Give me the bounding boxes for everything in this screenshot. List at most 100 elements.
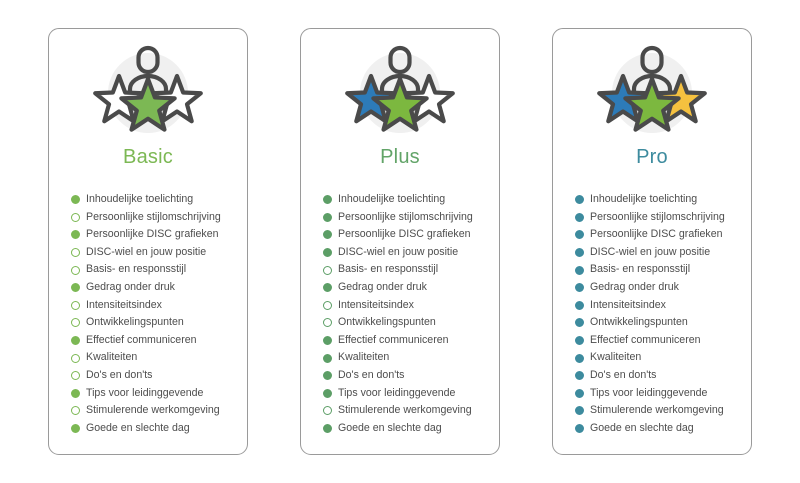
feature-excluded-bullet-icon [71,406,80,416]
feature-list-basic: Inhoudelijke toelichting Persoonlijke st… [49,191,247,437]
feature-label: Effectief communiceren [590,333,701,346]
feature-item: Effectief communiceren [323,332,499,350]
feature-excluded-bullet-icon [71,318,80,328]
feature-included-bullet-icon [575,230,584,240]
feature-included-bullet-icon [575,424,584,434]
feature-label: Tips voor leidinggevende [590,386,708,399]
feature-label: Gedrag onder druk [86,280,175,293]
feature-included-bullet-icon [71,388,80,398]
feature-excluded-bullet-icon [71,300,80,310]
feature-item: Effectief communiceren [575,332,751,350]
feature-included-bullet-icon [575,212,584,222]
feature-included-bullet-icon [71,424,80,434]
feature-item: DISC-wiel en jouw positie [575,244,751,262]
feature-excluded-bullet-icon [323,265,332,275]
feature-included-bullet-icon [575,388,584,398]
feature-included-bullet-icon [323,371,332,381]
feature-excluded-bullet-icon [71,353,80,363]
feature-label: Persoonlijke stijlomschrijving [86,210,221,223]
feature-label: Persoonlijke DISC grafieken [86,228,219,241]
feature-item: Persoonlijke stijlomschrijving [71,209,247,227]
feature-item: Stimulerende werkomgeving [575,402,751,420]
person-icon [127,45,169,110]
feature-list-plus: Inhoudelijke toelichting Persoonlijke st… [301,191,499,437]
feature-item: Gedrag onder druk [575,279,751,297]
feature-item: DISC-wiel en jouw positie [323,244,499,262]
feature-label: Intensiteitsindex [86,298,162,311]
tier-icon-plus [340,35,460,143]
feature-label: Stimulerende werkomgeving [86,404,220,417]
feature-label: Tips voor leidinggevende [86,386,204,399]
tier-icon-pro [592,35,712,143]
feature-item: Intensiteitsindex [323,297,499,315]
star-right-icon [403,73,455,124]
feature-included-bullet-icon [575,248,584,258]
feature-included-bullet-icon [71,195,80,205]
star-center-icon [119,76,177,132]
feature-included-bullet-icon [575,265,584,275]
feature-label: Inhoudelijke toelichting [86,193,194,205]
feature-item: Effectief communiceren [71,332,247,350]
feature-item: Persoonlijke DISC grafieken [323,226,499,244]
star-center-icon [371,76,429,132]
feature-included-bullet-icon [575,371,584,381]
card-title-basic: Basic [123,146,173,168]
feature-item: Tips voor leidinggevende [323,385,499,403]
feature-item: Kwaliteiten [71,349,247,367]
feature-label: Persoonlijke DISC grafieken [590,228,723,241]
feature-included-bullet-icon [323,388,332,398]
feature-item: Tips voor leidinggevende [575,385,751,403]
feature-included-bullet-icon [323,248,332,258]
feature-item: Persoonlijke stijlomschrijving [575,209,751,227]
stars-group [597,73,707,132]
feature-item: Do's en don'ts [323,367,499,385]
feature-excluded-bullet-icon [323,406,332,416]
feature-included-bullet-icon [71,283,80,293]
feature-label: Basis- en responsstijl [338,263,439,276]
feature-included-bullet-icon [323,336,332,346]
feature-label: Basis- en responsstijl [86,263,187,276]
feature-label: Ontwikkelingspunten [338,316,436,329]
feature-label: Do's en don'ts [590,368,657,381]
feature-item: Kwaliteiten [575,349,751,367]
feature-label: DISC-wiel en jouw positie [86,245,207,258]
feature-included-bullet-icon [575,318,584,328]
feature-included-bullet-icon [575,300,584,310]
feature-included-bullet-icon [575,283,584,293]
feature-label: Basis- en responsstijl [590,263,691,276]
star-left-icon [345,73,397,124]
person-icon [379,45,421,110]
feature-item: Persoonlijke DISC grafieken [71,226,247,244]
feature-included-bullet-icon [575,195,584,205]
feature-included-bullet-icon [323,353,332,363]
pricing-card-basic[interactable]: Basic Inhoudelijke toelichting Persoonli… [48,28,248,455]
feature-item: DISC-wiel en jouw positie [71,244,247,262]
card-title-plus: Plus [380,146,420,168]
feature-item: Ontwikkelingspunten [71,314,247,332]
feature-label: Tips voor leidinggevende [338,386,456,399]
pricing-card-pro[interactable]: Pro Inhoudelijke toelichting Persoonlijk… [552,28,752,455]
feature-item: Stimulerende werkomgeving [323,402,499,420]
feature-included-bullet-icon [575,406,584,416]
pricing-card-plus[interactable]: Plus Inhoudelijke toelichting Persoonlij… [300,28,500,455]
feature-label: Kwaliteiten [86,351,138,364]
feature-excluded-bullet-icon [323,300,332,310]
feature-label: DISC-wiel en jouw positie [338,245,459,258]
feature-label: Kwaliteiten [590,351,642,364]
stars-group [345,73,455,132]
feature-excluded-bullet-icon [71,265,80,275]
feature-item: Ontwikkelingspunten [575,314,751,332]
feature-label: Goede en slechte dag [338,421,442,434]
feature-item: Basis- en responsstijl [323,261,499,279]
feature-item: Inhoudelijke toelichting [575,191,751,209]
person-icon [631,45,673,110]
feature-excluded-bullet-icon [71,248,80,258]
feature-item: Goede en slechte dag [323,420,499,438]
feature-included-bullet-icon [323,212,332,222]
feature-excluded-bullet-icon [323,318,332,328]
feature-label: Effectief communiceren [86,333,197,346]
feature-included-bullet-icon [323,283,332,293]
star-left-icon [93,73,145,124]
feature-included-bullet-icon [323,424,332,434]
star-left-icon [597,73,649,124]
